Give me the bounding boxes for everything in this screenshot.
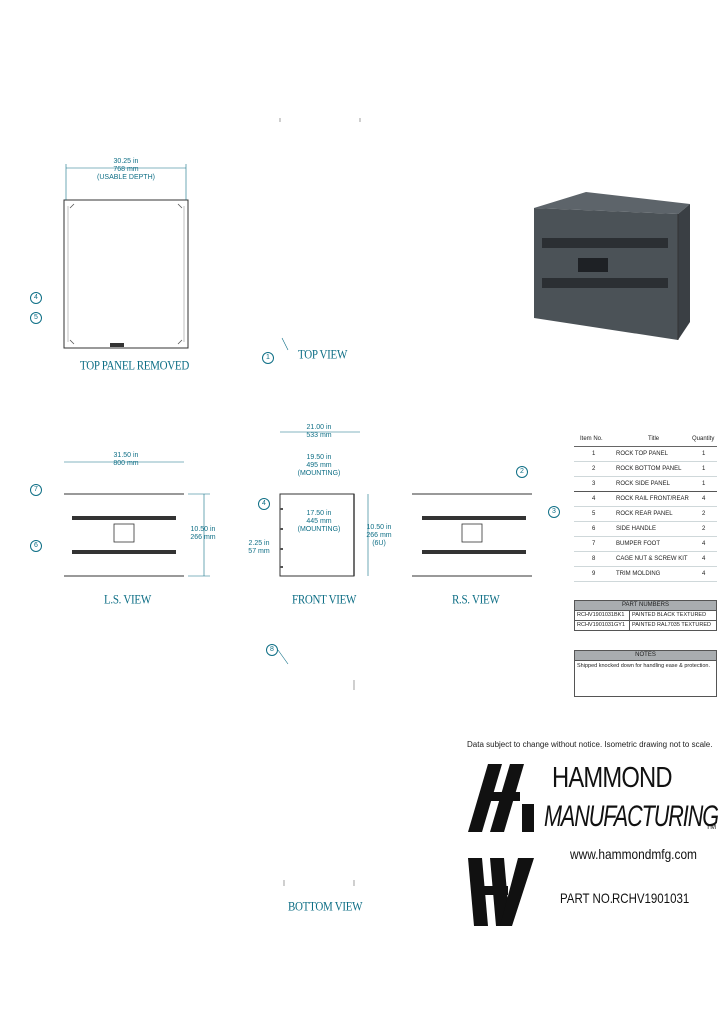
top-view-drawing	[279, 118, 361, 351]
bom-item-qty: 4	[702, 496, 706, 502]
bom-item-title: SIDE HANDLE	[616, 526, 657, 532]
part-numbers-header: PART NUMBERS	[574, 600, 717, 611]
top-view-label: TOP VIEW	[298, 348, 348, 362]
bom-header-item: Item No.	[580, 436, 603, 442]
ls-width-dimension: 31.50 in 800 mm	[113, 452, 139, 467]
rs-view-label: R.S. VIEW	[452, 593, 500, 607]
bom-row: 8 CAGE NUT & SCREW KIT 4	[574, 553, 717, 567]
part-number-row: RCHV1901031BK1 PAINTED BLACK TEXTURED	[574, 611, 717, 621]
bom-row: 1 ROCK TOP PANEL 1	[574, 448, 717, 462]
bom-item-qty: 1	[702, 481, 706, 487]
bom-row: 6 SIDE HANDLE 2	[574, 523, 717, 537]
tpr-width-dimension: 30.25 in 768 mm (USABLE DEPTH)	[97, 158, 155, 181]
part-number-code: RCHV1901031BK1	[577, 612, 625, 618]
bom-header-title: Title	[648, 436, 660, 442]
bom-item-title: BUMPER FOOT	[616, 541, 661, 547]
part-number-row: RCHV1901031GY1 PAINTED RAL7035 TEXTURED	[574, 621, 717, 631]
bom-item-qty: 1	[702, 466, 706, 472]
brand-name-line1: HAMMOND	[552, 762, 673, 794]
bottom-view-drawing	[277, 649, 355, 886]
callout-7-ls: 7	[30, 484, 42, 496]
bom-row: 5 ROCK REAR PANEL 2	[574, 508, 717, 522]
part-no-label: PART NO.	[560, 890, 613, 906]
bom-item-number: 3	[592, 481, 596, 487]
front-width-inner-dimension: 19.50 in 495 mm (MOUNTING)	[297, 454, 341, 477]
bom-item-title: ROCK RAIL FRONT/REAR	[616, 496, 689, 502]
bom-item-title: CAGE NUT & SCREW KIT	[616, 556, 688, 562]
rs-view-drawing	[412, 493, 532, 577]
bom-item-title: ROCK SIDE PANEL	[616, 481, 670, 487]
bom-item-number: 8	[592, 556, 596, 562]
callout-6-ls: 6	[30, 540, 42, 552]
bom-row: 9 TRIM MOLDING 4	[574, 568, 717, 582]
ls-vent-slots	[72, 516, 176, 554]
bom-item-number: 5	[592, 511, 596, 517]
bom-item-title: TRIM MOLDING	[616, 571, 661, 577]
callout-2-rs: 2	[516, 466, 528, 478]
part-no-value: RCHV1901031	[612, 890, 690, 906]
top-panel-removed-label: TOP PANEL REMOVED	[80, 359, 189, 373]
bom-item-qty: 4	[702, 556, 706, 562]
ls-view-drawing	[64, 493, 210, 577]
front-view-drawing	[279, 493, 369, 577]
callout-1-top: 1	[262, 352, 274, 364]
bom-header-qty: Quantity	[692, 436, 715, 442]
front-width-dimension-lines	[280, 431, 360, 433]
bom-row: 2 ROCK BOTTOM PANEL 1	[574, 463, 717, 477]
tpr-dimension-line	[65, 164, 187, 200]
bom-item-number: 6	[592, 526, 596, 532]
bom-item-qty: 2	[702, 526, 706, 532]
disclaimer-text: Data subject to change without notice. I…	[467, 740, 713, 749]
bottom-view-label: BOTTOM VIEW	[288, 900, 363, 914]
top-panel-outline	[63, 199, 189, 349]
callout-5-left: 5	[30, 312, 42, 324]
callout-4-left: 4	[30, 292, 42, 304]
front-view-label: FRONT VIEW	[292, 593, 357, 607]
enclosure-isometric	[534, 192, 690, 340]
bom-item-qty: 2	[702, 511, 706, 517]
front-width-outer-dimension: 21.00 in 533 mm	[306, 424, 332, 439]
bom-row: 4 ROCK RAIL FRONT/REAR 4	[574, 493, 717, 507]
front-usable-dimension: 17.50 in 445 mm (MOUNTING)	[297, 510, 341, 533]
part-number-desc: PAINTED BLACK TEXTURED	[629, 611, 706, 620]
bom-item-qty: 4	[702, 541, 706, 547]
top-panel-removed-drawing	[63, 199, 189, 349]
hammond-w-logo-icon	[468, 858, 534, 926]
front-left-dimension: 2.25 in 57 mm	[248, 540, 270, 555]
bom-item-qty: 1	[702, 451, 706, 457]
part-number-desc: PAINTED RAL7035 TEXTURED	[629, 621, 711, 630]
ls-width-dimension-line	[64, 461, 184, 463]
bom-item-title: ROCK TOP PANEL	[616, 451, 668, 457]
brand-url: www.hammondmfg.com	[570, 846, 697, 862]
bom-item-number: 4	[592, 496, 596, 502]
part-numbers-table: PART NUMBERS RCHV1901031BK1 PAINTED BLAC…	[574, 600, 717, 631]
callout-4-front: 4	[258, 498, 270, 510]
ls-view-label: L.S. VIEW	[104, 593, 151, 607]
notes-text: Shipped knocked down for handling ease &…	[574, 661, 717, 697]
notes-header: NOTES	[574, 650, 717, 661]
bom-row: 3 ROCK SIDE PANEL 1	[574, 478, 717, 492]
bom-item-number: 2	[592, 466, 596, 472]
part-number-code: RCHV1901031GY1	[577, 622, 626, 628]
brand-name-line2: MANUFACTURING	[544, 800, 719, 833]
bom-header: Item No. Title Quantity	[574, 434, 717, 447]
bom-item-number: 7	[592, 541, 596, 547]
bom-row: 7 BUMPER FOOT 4	[574, 538, 717, 552]
bom-item-qty: 4	[702, 571, 706, 577]
notes-box: NOTES Shipped knocked down for handling …	[574, 650, 717, 697]
bom-item-number: 1	[592, 451, 596, 457]
callout-8-bottom: 8	[266, 644, 278, 656]
bom-item-number: 9	[592, 571, 596, 577]
callout-3-rs: 3	[548, 506, 560, 518]
hammond-logo-icon	[468, 764, 534, 832]
ls-height-dimension: 10.50 in 266 mm	[190, 526, 216, 541]
bom-item-title: ROCK BOTTOM PANEL	[616, 466, 682, 472]
bom-item-title: ROCK REAR PANEL	[616, 511, 673, 517]
brand-trademark: TM	[706, 824, 717, 831]
front-height-dimension: 10.50 in 266 mm (6U)	[366, 524, 392, 547]
